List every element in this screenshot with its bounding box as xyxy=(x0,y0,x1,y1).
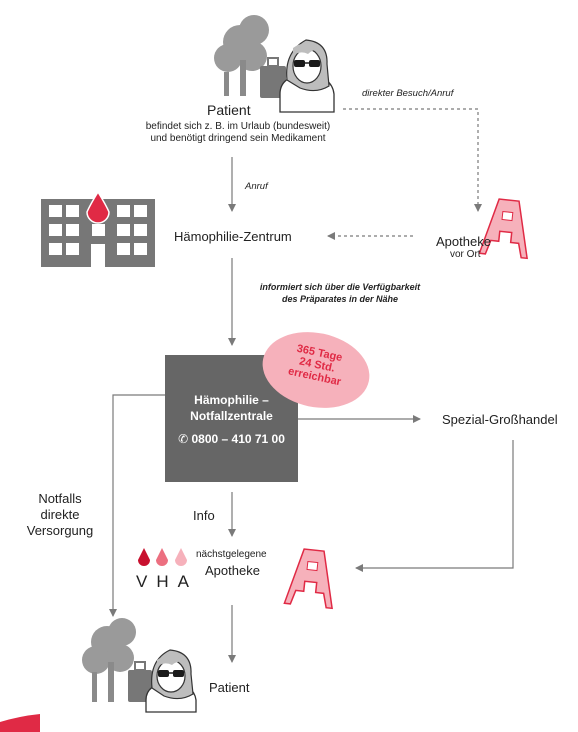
patient-top-desc-line1: befindet sich z. B. im Urlaub (bundeswei… xyxy=(145,121,331,132)
patient-bottom-label: Patient xyxy=(209,680,250,695)
edge-label-notfalls-line2: direkte xyxy=(40,507,80,522)
edge-label-informiert-line2: des Präparates in der Nähe xyxy=(281,294,399,304)
notfallzentrale-title-line2: Notfallzentrale xyxy=(190,409,273,423)
person-icon xyxy=(145,649,197,713)
naechste-apotheke-label: Apotheke xyxy=(205,563,260,578)
luggage-icon xyxy=(128,661,152,702)
blood-drop-icon xyxy=(175,548,187,566)
luggage-icon xyxy=(260,57,286,98)
patient-top-label: Patient xyxy=(207,102,251,118)
apotheke-vor-ort-sub: vor Ort xyxy=(450,249,481,260)
spezial-grosshandel-label: Spezial-Großhandel xyxy=(442,412,558,427)
patient-top-desc-line2: und benötigt dringend sein Medikament xyxy=(150,133,326,144)
person-icon xyxy=(279,39,335,113)
edge-label-notfalls-line3: Versorgung xyxy=(26,523,94,538)
tree-icon xyxy=(82,618,136,702)
arrow-notfallzentrale-patient xyxy=(109,394,165,617)
corner-swoosh xyxy=(0,714,40,732)
blood-drop-icon xyxy=(138,548,150,566)
notfallzentrale-phone[interactable]: ✆ 0800 – 410 71 00 xyxy=(165,432,298,446)
phone-number: 0800 – 410 71 00 xyxy=(191,432,285,446)
blood-drop-icon xyxy=(156,548,168,566)
edge-label-info: Info xyxy=(193,508,215,523)
apotheke-vor-ort-label: Apotheke xyxy=(436,234,491,249)
edge-label-notfalls-line1: Notfalls xyxy=(38,491,82,506)
pharmacy-a-icon xyxy=(478,198,528,260)
edge-label-anruf: Anruf xyxy=(245,181,268,192)
phone-icon: ✆ xyxy=(178,432,189,446)
tree-icon xyxy=(214,15,269,96)
arrow-grosshandel-apotheke xyxy=(355,440,514,572)
naechste-apotheke-pre: nächstgelegene xyxy=(196,549,267,560)
edge-label-informiert-line1: informiert sich über die Verfügbarkeit xyxy=(259,282,421,292)
pharmacy-a-icon xyxy=(283,548,333,610)
vha-logo-text: VHA xyxy=(136,572,198,591)
notfallzentrale-title-line1: Hämophilie – xyxy=(194,393,269,407)
edge-label-direkter-besuch: direkter Besuch/Anruf xyxy=(362,88,454,99)
blood-drop-icon xyxy=(86,190,110,224)
haemophilie-zentrum-label: Hämophilie-Zentrum xyxy=(174,229,292,244)
arrow-patient-apotheke xyxy=(343,108,482,212)
notfallzentrale-box: Hämophilie – Notfallzentrale ✆ 0800 – 41… xyxy=(165,355,298,482)
